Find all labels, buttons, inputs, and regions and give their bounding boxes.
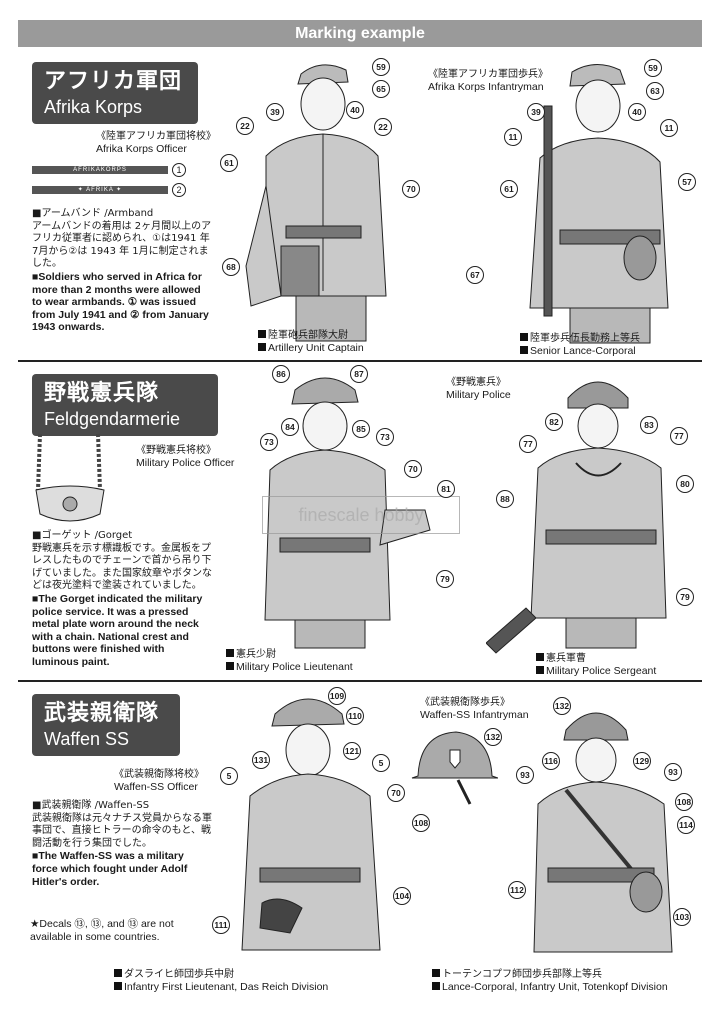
unit-ss-lance-corporal: トーテンコプフ師団歩兵部隊上等兵 Lance-Corporal, Infantr… [432,968,668,994]
callout-number: 40 [346,101,364,119]
callout-number: 112 [508,881,526,899]
callout-number: 11 [504,128,522,146]
afrika-officer-illustration [245,64,387,342]
ss-infantryman-caption: 《武装親衛隊歩兵》 Waffen-SS Infantryman [420,697,529,721]
watermark: finescale hobby [262,496,460,534]
mp-lieutenant-illustration [264,377,431,649]
callout-number: 40 [628,103,646,121]
callout-number: 83 [640,416,658,434]
unit-senior-lance-corporal: 陸軍歩兵伍長勤務上等兵 Senior Lance-Corporal [520,332,640,358]
callout-number: 110 [346,707,364,725]
callout-number: 129 [633,752,651,770]
callout-number: 108 [412,814,430,832]
callout-number: 61 [500,180,518,198]
callout-number: 22 [236,117,254,135]
callout-number: 93 [516,766,534,784]
callout-number: 79 [676,588,694,606]
callout-number: 79 [436,570,454,588]
ss-helmet-detail-illustration [411,731,498,805]
ss-officer-caption: 《武装親衛隊将校》 Waffen-SS Officer [114,769,204,793]
callout-number: 103 [673,908,691,926]
section-divider [18,360,702,362]
infantryman-caption: 《陸軍アフリカ軍団歩兵》 Afrika Korps Infantryman [428,69,548,93]
callout-number: 22 [374,118,392,136]
callout-number: 104 [393,887,411,905]
callout-number: 63 [646,82,664,100]
callout-number: 93 [664,763,682,781]
callout-number: 68 [222,258,240,276]
callout-number: 77 [670,427,688,445]
callout-number: 73 [260,433,278,451]
callout-number: 81 [437,480,455,498]
mp-sergeant-illustration [486,381,667,654]
callout-number: 84 [281,418,299,436]
mp-officer-caption: 《野戦憲兵将校》 Military Police Officer [136,445,235,469]
waffen-ss-note: ■武装親衛隊 /Waffen-SS 武装親衛隊は元々ナチス党員からなる軍事団で、… [32,800,212,888]
gorget-note: ■ゴーゲット /Gorget 野戦憲兵を示す標識板です。金属板をプレスしたもので… [32,530,212,668]
armband-2: ✦ AFRIKA ✦ [32,186,168,194]
callout-number: 65 [372,80,390,98]
callout-number: 132 [484,728,502,746]
callout-number: 70 [404,460,422,478]
armband-1: AFRIKAKORPS [32,166,168,174]
callout-number: 61 [220,154,238,172]
callout-number: 59 [644,59,662,77]
decal-footnote: ★Decals ⑬, ⑬, and ⑬ are not available in… [30,918,174,943]
callout-number: 108 [675,793,693,811]
callout-number: 5 [372,754,390,772]
callout-number: 59 [372,58,390,76]
callout-number: 5 [220,767,238,785]
callout-number: 77 [519,435,537,453]
mp-caption: 《野戦憲兵》 Military Police [446,377,511,401]
callout-number: 85 [352,420,370,438]
callout-number: 70 [402,180,420,198]
section-divider [18,680,702,682]
callout-number: 70 [387,784,405,802]
callout-number: 67 [466,266,484,284]
callout-number: 86 [272,365,290,383]
unit-ss-first-lieutenant: ダスライヒ師団歩兵中尉 Infantry First Lieutenant, D… [114,968,328,994]
callout-number: 11 [660,119,678,137]
ss-officer-illustration [241,698,381,951]
callout-number: 114 [677,816,695,834]
unit-mp-sergeant: 憲兵軍曹 Military Police Sergeant [536,652,656,678]
callout-number: 39 [527,103,545,121]
callout-number: 39 [266,103,284,121]
callout-number: 116 [542,752,560,770]
callout-number: 57 [678,173,696,191]
unit-artillery-captain: 陸軍砲兵部隊大尉 Artillery Unit Captain [258,329,364,355]
page-header: Marking example [18,20,702,47]
callout-number: 87 [350,365,368,383]
gorget-illustration [35,433,105,522]
callout-number: 111 [212,916,230,934]
callout-number: 109 [328,687,346,705]
callout-number: 88 [496,490,514,508]
armband-2-number: 2 [172,183,186,197]
unit-mp-lieutenant: 憲兵少尉 Military Police Lieutenant [226,648,353,674]
officer-caption: 《陸軍アフリカ軍団将校》 Afrika Korps Officer [96,131,216,155]
callout-number: 132 [553,697,571,715]
callout-number: 131 [252,751,270,769]
section-title-feldgendarmerie: 野戦憲兵隊 Feldgendarmerie [32,374,218,436]
section-title-waffen-ss: 武装親衛隊 Waffen SS [32,694,180,756]
armband-1-number: 1 [172,163,186,177]
armband-note: ■アームバンド /Armband アームバンドの着用は 2ヶ月間以上のアフリカ従… [32,208,212,334]
callout-number: 80 [676,475,694,493]
ss-lance-corporal-illustration [533,712,673,953]
callout-number: 121 [343,742,361,760]
callout-number: 82 [545,413,563,431]
section-title-afrika-korps: アフリカ軍団 Afrika Korps [32,62,198,124]
afrika-infantryman-illustration [529,64,669,344]
callout-number: 73 [376,428,394,446]
